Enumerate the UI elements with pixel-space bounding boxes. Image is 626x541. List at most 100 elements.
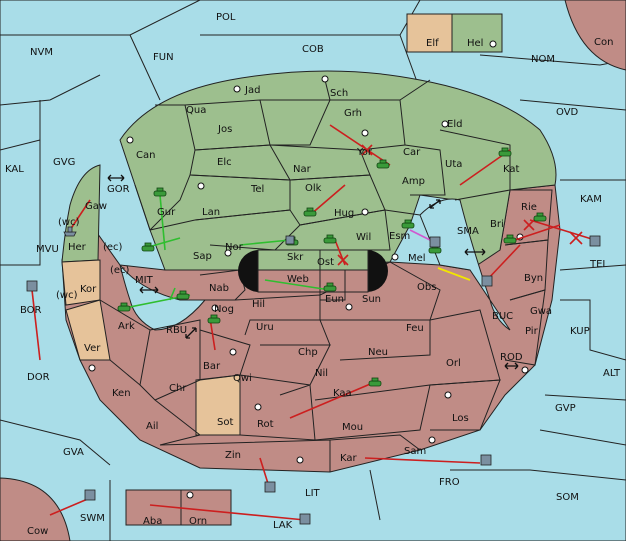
double-arrow-convoy-icon (464, 248, 486, 256)
supply-center-icon (391, 253, 399, 261)
svg-text:Eld: Eld (447, 119, 462, 130)
tank-army-icon (498, 147, 512, 157)
svg-text:BUC: BUC (492, 311, 513, 322)
svg-text:Orn: Orn (189, 516, 207, 527)
supply-center-icon (88, 364, 96, 372)
svg-text:Esm: Esm (389, 231, 410, 242)
tank-army-icon (503, 234, 517, 244)
supply-center-icon (489, 40, 497, 48)
svg-text:POL: POL (216, 12, 236, 23)
svg-text:Ver: Ver (84, 343, 101, 354)
legend-left-label: Elf (426, 38, 439, 49)
svg-text:Hug: Hug (334, 208, 354, 219)
svg-text:ALT: ALT (603, 368, 621, 379)
supply-center-icon (428, 436, 436, 444)
double-arrow-convoy-icon (139, 286, 159, 294)
svg-text:Ark: Ark (118, 321, 135, 332)
svg-text:Lan: Lan (202, 207, 220, 218)
green-province-borders (134, 79, 511, 251)
svg-text:FUN: FUN (153, 52, 174, 63)
svg-text:FRO: FRO (439, 477, 460, 488)
supply-center-icon (126, 136, 134, 144)
supply-center-icon (229, 348, 237, 356)
ship-fleet-icon (589, 235, 601, 247)
svg-text:Ken: Ken (112, 388, 131, 399)
svg-text:(wc): (wc) (58, 217, 80, 228)
tank-army-icon (376, 159, 390, 169)
supply-center-icon (361, 208, 369, 216)
ship-fleet-icon (480, 454, 492, 466)
svg-text:Kor: Kor (80, 284, 97, 295)
svg-text:Kat: Kat (503, 164, 520, 175)
supply-center-icon (211, 304, 219, 312)
svg-text:Mou: Mou (342, 422, 363, 433)
svg-text:Elc: Elc (217, 157, 232, 168)
svg-text:Kaa: Kaa (333, 388, 352, 399)
svg-text:Obs: Obs (417, 282, 436, 293)
sea-labels: POL NVM FUN COB NOM Con OVD KAL GVG KAM … (5, 12, 621, 537)
svg-text:Nab: Nab (209, 283, 229, 294)
cross-void-icon (337, 144, 583, 266)
ship-fleet-icon (285, 235, 295, 245)
supply-center-icon (521, 366, 529, 374)
double-arrow-convoy-icon (429, 199, 441, 209)
svg-text:Car: Car (403, 147, 421, 158)
svg-text:Los: Los (452, 413, 469, 424)
svg-text:KUP: KUP (570, 326, 590, 337)
svg-text:Sun: Sun (362, 294, 381, 305)
svg-text:NVM: NVM (30, 47, 53, 58)
supply-center-icon (321, 75, 329, 83)
svg-text:Feu: Feu (406, 323, 424, 334)
svg-text:LAK: LAK (273, 520, 293, 531)
svg-text:OVD: OVD (556, 107, 579, 118)
svg-text:Chp: Chp (298, 347, 318, 358)
province-web-north[interactable] (257, 249, 369, 271)
svg-text:Skr: Skr (287, 252, 304, 263)
svg-text:Rot: Rot (257, 419, 274, 430)
svg-text:Qwi: Qwi (233, 373, 252, 384)
svg-text:GVA: GVA (63, 447, 84, 458)
svg-text:Nog: Nog (214, 304, 234, 315)
svg-text:Sot: Sot (217, 417, 233, 428)
double-arrow-convoy-icon (185, 327, 197, 339)
svg-text:Can: Can (136, 150, 155, 161)
svg-text:Bri: Bri (490, 219, 504, 230)
svg-text:Gwa: Gwa (530, 306, 552, 317)
svg-text:RBU: RBU (166, 325, 187, 336)
tank-army-icon (303, 207, 317, 217)
svg-text:TEI: TEI (589, 259, 605, 270)
supply-center-icon (233, 85, 241, 93)
svg-text:Bar: Bar (203, 361, 221, 372)
supply-center-icon (197, 182, 205, 190)
svg-text:MIT: MIT (135, 275, 154, 286)
ship-fleet-icon (63, 226, 77, 237)
svg-text:(ec): (ec) (103, 242, 123, 253)
svg-text:Aba: Aba (143, 516, 162, 527)
green-territory (119, 70, 557, 271)
svg-text:Con: Con (594, 37, 613, 48)
svg-text:COB: COB (302, 44, 324, 55)
svg-text:Olk: Olk (305, 183, 322, 194)
supply-center-icon (441, 120, 449, 128)
svg-text:Yor: Yor (356, 147, 373, 158)
legend-right-label: Hel (467, 38, 483, 49)
svg-text:(ec): (ec) (110, 265, 130, 276)
supply-center-icon (296, 456, 304, 464)
svg-text:Sam: Sam (404, 446, 426, 457)
tank-army-icon (401, 219, 415, 229)
tank-army-icon (141, 242, 155, 252)
legend-elf (406, 13, 453, 53)
svg-text:Wil: Wil (356, 232, 371, 243)
svg-text:Nar: Nar (293, 164, 312, 175)
ship-fleet-icon (481, 275, 493, 287)
tank-army-icon (368, 377, 382, 387)
svg-text:SWM: SWM (80, 513, 105, 524)
svg-text:DOR: DOR (27, 372, 50, 383)
tank-army-icon (153, 187, 167, 197)
svg-text:Nil: Nil (315, 368, 328, 379)
supply-center-icon (345, 303, 353, 311)
fleet-units (26, 226, 601, 525)
svg-text:Orl: Orl (446, 358, 461, 369)
